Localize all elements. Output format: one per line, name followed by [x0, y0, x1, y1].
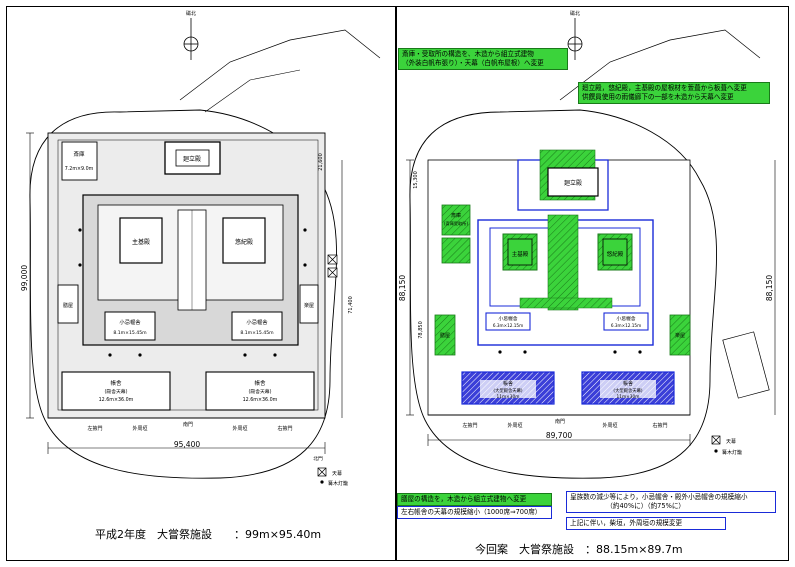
left-storage-label: 斎庫	[73, 150, 85, 158]
right-dim-height-right: 88,150	[765, 275, 774, 301]
right-side-left-label: 膳屋	[440, 332, 450, 339]
left-gate-right-label: 右掖門	[277, 425, 292, 432]
right-dim-height-left: 88,150	[398, 275, 407, 301]
right-yuki-label: 悠紀殿	[607, 250, 624, 258]
left-small-tent-right-label: 小忌幄舎	[246, 318, 268, 326]
left-east-tent-size: 12.6m×36.0m	[99, 397, 134, 403]
left-west-tent-size: 12.6m×36.0m	[243, 397, 278, 403]
left-suki-label: 主基殿	[132, 238, 150, 246]
right-east-tent-size: 11m×30m	[497, 394, 520, 400]
right-suki-label: 主基殿	[512, 250, 529, 258]
north-arrow-icon	[567, 18, 583, 60]
right-east-tent-sub: (大型殿舎天幕)	[493, 387, 522, 394]
left-dim-height: 99,000	[20, 265, 29, 291]
note-small-tent-reduction: 皇族数の減少等により，小忌幄舎・殿外小忌幄舎の規模縮小 （約40%に）（約75%…	[566, 491, 776, 513]
left-side-right-label: 楽屋	[304, 302, 314, 309]
right-fence-left-label: 外周垣	[507, 422, 522, 429]
left-gate-south-label: 南門	[183, 421, 193, 428]
right-small-right-label: 小忌幄舎	[616, 315, 635, 322]
right-fence-right-label: 外周垣	[602, 422, 617, 429]
left-side-left-label: 膳屋	[63, 302, 73, 309]
left-east-tent-sub: (殿舎天幕)	[105, 388, 128, 395]
left-gate-left-label: 左掖門	[87, 425, 102, 432]
right-legend-lamp: 篝木灯籠	[722, 449, 742, 456]
north-arrow-icon	[183, 18, 199, 60]
right-reception-label: (斎庫受取所)	[444, 220, 469, 227]
right-storage-label: 斎庫	[451, 212, 461, 219]
note-kitchen-structure: 膳屋の構造を，木造から組立式建物へ変更	[397, 493, 552, 506]
right-dim-inner: 78,850	[418, 321, 424, 339]
left-fence-left-label: 外周垣	[132, 425, 147, 432]
right-dim-width: 89,700	[546, 431, 572, 440]
left-legend-lamp: 篝木灯籠	[328, 480, 348, 487]
right-legend-tent: 天幕	[726, 438, 736, 445]
left-small-tent-left-label: 小忌幄舎	[119, 318, 141, 326]
right-small-left-size: 6.3m×12.15m	[493, 323, 523, 328]
right-side-right-label: 楽屋	[675, 332, 685, 339]
note-roof-material: 廻立殿，悠紀殿，主基殿の屋根材を萱葺から板葺へ変更 供饌員使用の雨儀廊下の一部を…	[578, 82, 770, 104]
right-west-tent-sub: (大型殿舎天幕)	[613, 387, 642, 394]
left-yuki-label: 悠紀殿	[235, 238, 253, 246]
left-dim-inner: 71,400	[348, 296, 354, 314]
left-west-tent-sub: (殿舎天幕)	[249, 388, 272, 395]
note-tent-reduction: 左右帳舎の天幕の規模縮小（1000席⇒700席）	[397, 506, 552, 519]
left-fence-right-label: 外周垣	[232, 425, 247, 432]
left-kairyu-label: 廻立殿	[183, 155, 201, 163]
left-north-gate-label: 北門	[313, 455, 323, 462]
note-storage-structure: 斎庫・受取所の構造を、木造から組立式建物 （外装白帆布張り）・天幕（白帆布屋根）…	[398, 48, 568, 70]
center-divider	[395, 6, 397, 561]
left-dim-top: 21,600	[318, 153, 324, 171]
left-storage-size: 7.2m×9.0m	[65, 166, 94, 172]
right-small-right-size: 6.3m×12.15m	[611, 323, 641, 328]
right-north-label: 磁北	[570, 10, 580, 17]
left-west-tent-title: 帳舎	[254, 379, 266, 387]
right-plan-caption: 今回案 大嘗祭施設 ：88.15m×89.7m	[475, 543, 683, 556]
right-gate-left-label: 左掖門	[462, 422, 477, 429]
left-legend-tent: 天幕	[332, 470, 342, 477]
right-dim-top: 15,300	[413, 171, 419, 189]
right-gate-south-label: 南門	[555, 418, 565, 425]
note-fence-change: 上記に伴い，柴垣，外周垣の規模変更	[566, 517, 726, 530]
left-site-plan: 廻立殿 斎庫 7.2m×9.0m 主基殿 悠紀殿 小忌幄舎 8.1m×15.45…	[20, 10, 381, 487]
left-east-tent-title: 帳舎	[110, 379, 122, 387]
right-west-tent-size: 11m×30m	[617, 394, 640, 400]
right-gate-right-label: 右掖門	[652, 422, 667, 429]
right-kairyu-label: 廻立殿	[564, 179, 582, 187]
right-east-tent-title: 帳舎	[503, 380, 513, 387]
left-small-tent-right-size: 8.1m×15.45m	[240, 330, 274, 336]
right-site-plan: 廻立殿 斎庫 (斎庫受取所) 主基殿 悠紀殿 小忌幄舎 6.3m×12.15m …	[398, 10, 776, 479]
left-dim-width: 95,400	[174, 440, 200, 449]
left-plan-caption: 平成2年度 大嘗祭施設 ：99m×95.40m	[95, 528, 322, 541]
left-small-tent-left-size: 8.1m×15.45m	[113, 330, 147, 336]
right-small-left-label: 小忌幄舎	[498, 315, 517, 322]
left-north-label: 磁北	[186, 10, 196, 17]
right-west-tent-title: 帳舎	[623, 380, 633, 387]
